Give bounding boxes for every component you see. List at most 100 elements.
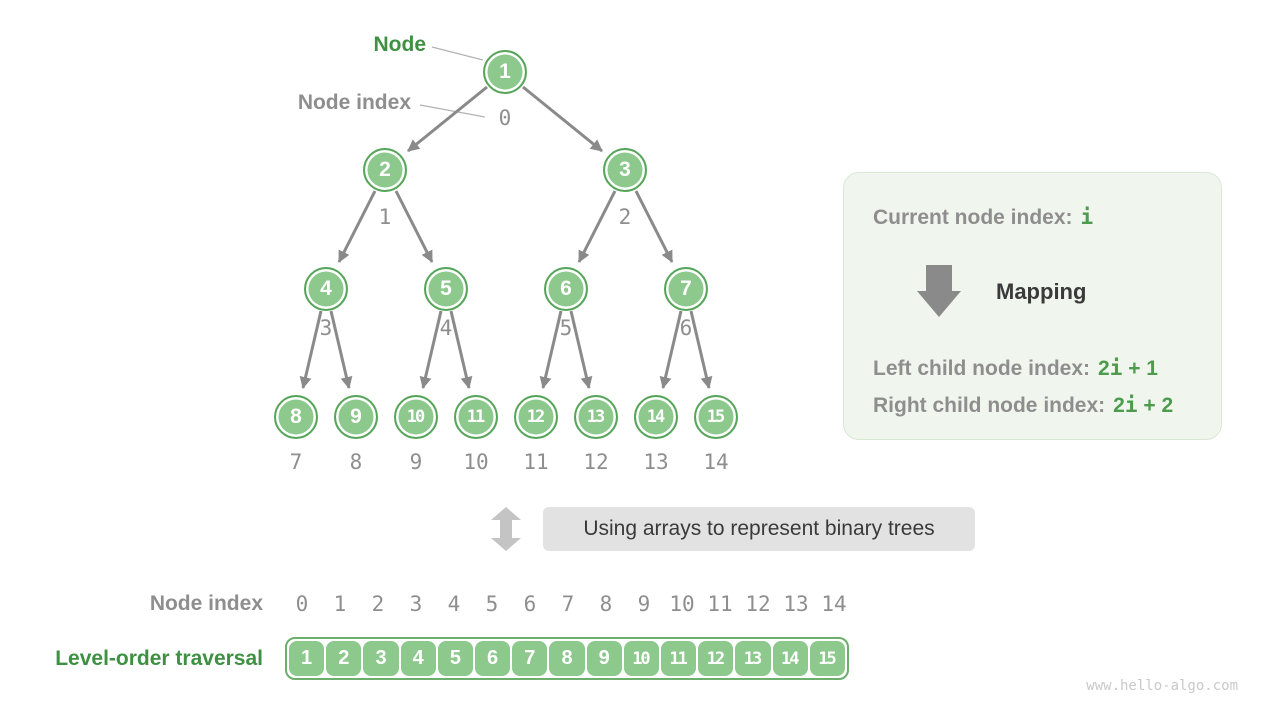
- array-cell: 5: [437, 641, 474, 676]
- left-child-label: Left child node index:: [873, 357, 1091, 380]
- tree-index-0: 0: [498, 106, 512, 130]
- array-index: 2: [371, 592, 385, 616]
- array-index: 12: [745, 592, 771, 616]
- tree-node-8: 8: [274, 395, 318, 439]
- edge-4-8: [299, 310, 323, 389]
- tree-index-10: 10: [463, 450, 489, 474]
- edge-4-9: [329, 310, 353, 389]
- array-index-row: 0 1 2 3 4 5 6 7 8 9 10 11 12 13 14: [283, 592, 853, 616]
- array-cell: 1: [289, 641, 325, 676]
- watermark: www.hello-algo.com: [1086, 678, 1238, 694]
- edge-7-14: [659, 310, 683, 389]
- edge-1-2: [407, 85, 488, 153]
- tree-node-15: 15: [694, 395, 738, 439]
- tree-node-9: 9: [334, 395, 378, 439]
- edge-2-5: [394, 190, 434, 263]
- mapping-arrow-icon: [926, 265, 952, 291]
- tree-index-4: 4: [439, 316, 453, 340]
- edge-3-7: [634, 190, 674, 263]
- edge-6-13: [569, 310, 593, 389]
- right-child-formula: 2i + 2: [1113, 393, 1174, 417]
- right-var: i: [1124, 393, 1138, 417]
- edge-5-10: [419, 310, 443, 389]
- tree-index-9: 9: [409, 450, 423, 474]
- array-index: 7: [561, 592, 575, 616]
- array-index: 8: [599, 592, 613, 616]
- edge-1-3: [522, 85, 603, 153]
- tree-index-8: 8: [349, 450, 363, 474]
- array-cell: 15: [809, 641, 846, 676]
- mapping-arrow-head-icon: [917, 291, 961, 317]
- left-coef: 2: [1098, 357, 1110, 380]
- tree-index-2: 2: [618, 205, 632, 229]
- array-index: 13: [783, 592, 809, 616]
- array-index: 11: [707, 592, 733, 616]
- tree-node-4: 4: [304, 267, 348, 311]
- array-index: 14: [821, 592, 847, 616]
- left-child-formula: 2i + 1: [1098, 356, 1158, 380]
- array-index: 1: [333, 592, 347, 616]
- mapping-label: Mapping: [996, 279, 1087, 304]
- tree-node-14: 14: [634, 395, 678, 439]
- node-index-label: Node index: [297, 91, 411, 114]
- level-order-traversal-label: Level-order traversal: [55, 647, 263, 670]
- node-index-leader-line: [419, 104, 486, 118]
- array-cell: 11: [661, 641, 697, 676]
- array-index: 5: [485, 592, 499, 616]
- right-child-label: Right child node index:: [873, 394, 1106, 417]
- tree-index-12: 12: [583, 450, 609, 474]
- array-cell: 3: [363, 641, 399, 676]
- up-down-arrow-icon: [491, 507, 521, 551]
- tree-node-12: 12: [514, 395, 558, 439]
- node-label-leader-line: [431, 46, 484, 61]
- tree-edges-layer: [299, 46, 713, 389]
- tree-index-11: 11: [523, 450, 549, 474]
- right-coef: 2: [1113, 394, 1125, 417]
- array-index: 6: [523, 592, 537, 616]
- tree-node-1: 1: [483, 50, 527, 94]
- array-cell: 6: [475, 641, 511, 676]
- tree-index-3: 3: [319, 316, 333, 340]
- edge-7-15: [689, 310, 713, 389]
- tree-index-14: 14: [703, 450, 729, 474]
- array-cell: 12: [698, 641, 734, 676]
- array-cell: 8: [549, 641, 585, 676]
- current-node-index-value: i: [1080, 205, 1094, 229]
- array-index: 0: [295, 592, 309, 616]
- array-cell: 14: [772, 641, 808, 676]
- edge-5-11: [449, 310, 473, 389]
- level-order-array: 1 2 3 4 5 6 7 8 9 10 11 12 13 14 15: [285, 637, 849, 680]
- right-child-line: Right child node index: 2i + 2: [873, 393, 1173, 418]
- tree-node-2: 2: [363, 148, 407, 192]
- array-cell: 7: [512, 641, 548, 676]
- array-index: 3: [409, 592, 423, 616]
- tree-node-7: 7: [664, 267, 708, 311]
- tree-node-5: 5: [424, 267, 468, 311]
- figure-caption: Using arrays to represent binary trees: [543, 507, 975, 551]
- tree-node-10: 10: [394, 395, 438, 439]
- array-cell: 2: [326, 641, 362, 676]
- right-suffix: + 2: [1137, 394, 1174, 417]
- array-cell: 13: [735, 641, 771, 676]
- tree-index-5: 5: [559, 316, 573, 340]
- node-label: Node: [373, 33, 427, 56]
- array-index-label: Node index: [149, 592, 263, 615]
- edge-3-6: [577, 190, 617, 263]
- current-node-index-label: Current node index:: [873, 206, 1073, 229]
- array-cell: 4: [400, 641, 436, 676]
- array-index: 10: [669, 592, 695, 616]
- tree-index-1: 1: [378, 205, 392, 229]
- tree-node-13: 13: [574, 395, 618, 439]
- edge-2-4: [337, 190, 377, 263]
- tree-node-11: 11: [454, 395, 498, 439]
- tree-index-13: 13: [643, 450, 669, 474]
- tree-index-7: 7: [289, 450, 303, 474]
- array-index: 9: [637, 592, 651, 616]
- tree-index-6: 6: [679, 316, 693, 340]
- left-var: i: [1109, 356, 1123, 380]
- tree-node-3: 3: [603, 148, 647, 192]
- array-cell: 10: [623, 641, 660, 676]
- left-child-line: Left child node index: 2i + 1: [873, 356, 1158, 381]
- mapping-info-box: Current node index: i Mapping Left child …: [843, 172, 1222, 440]
